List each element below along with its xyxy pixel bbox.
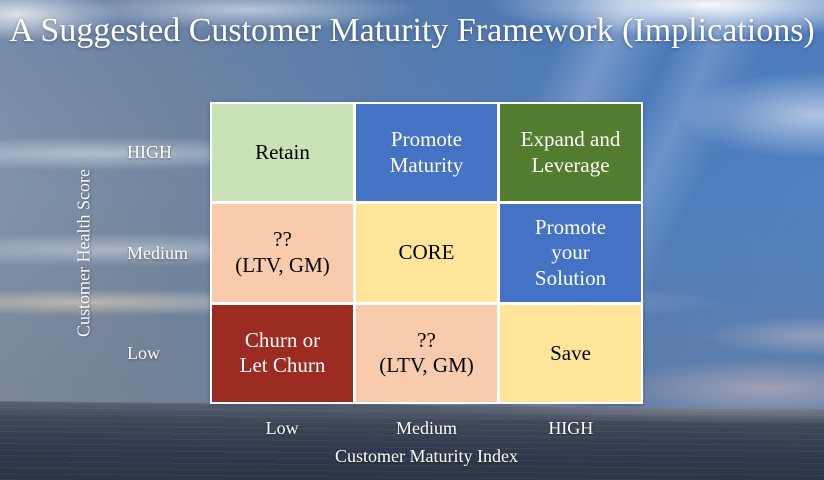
matrix-cell-churn: Churn or Let Churn [212, 304, 353, 402]
y-axis-labels: HIGH Medium Low [127, 102, 205, 404]
x-axis-label-medium: Medium [395, 418, 457, 438]
y-axis-title: Customer Health Score [73, 169, 94, 337]
ocean-background [0, 401, 824, 480]
matrix-cell-ltv-gm-medium: ?? (LTV, GM) [212, 204, 353, 302]
x-axis-title: Customer Maturity Index [335, 446, 518, 466]
matrix-cell-promote-solution: Promote your Solution [500, 204, 641, 302]
matrix-cell-core: CORE [356, 204, 497, 302]
matrix-cell-expand-leverage: Expand and Leverage [500, 104, 641, 202]
matrix-cell-ltv-gm-low: ?? (LTV, GM) [356, 304, 497, 402]
page-title: A Suggested Customer Maturity Framework … [9, 12, 815, 49]
matrix-cell-promote-maturity: Promote Maturity [356, 104, 497, 202]
y-axis-label-high: HIGH [127, 141, 172, 162]
matrix-cell-retain: Retain [212, 104, 353, 202]
y-axis-label-low: Low [127, 343, 160, 364]
x-axis-label-high: HIGH [548, 418, 594, 438]
x-axis-label-low: Low [265, 418, 299, 438]
y-axis-label-medium: Medium [127, 242, 188, 263]
x-axis-labels: Low Medium HIGH [210, 418, 643, 439]
matrix-grid: Retain Promote Maturity Expand and Lever… [210, 102, 643, 404]
matrix-cell-save: Save [500, 304, 641, 402]
